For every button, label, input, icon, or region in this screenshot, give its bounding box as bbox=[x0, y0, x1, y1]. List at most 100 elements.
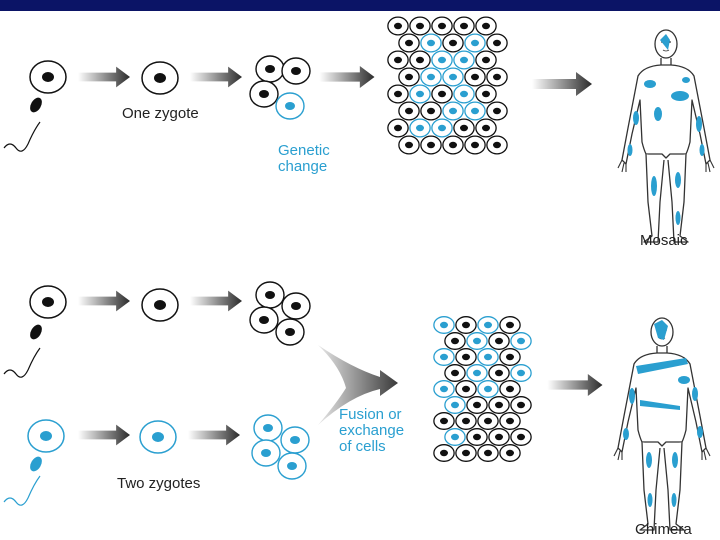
label-genetic-change: Genetic change bbox=[278, 142, 330, 175]
cluster-cell-nucleus bbox=[517, 369, 525, 377]
cluster-cell-nucleus bbox=[484, 321, 492, 329]
cluster-cell-nucleus bbox=[449, 107, 457, 115]
fusion-arrow bbox=[318, 345, 398, 425]
cluster-cell-nucleus bbox=[451, 433, 459, 441]
cluster-cell-nucleus bbox=[416, 56, 424, 64]
cluster-cell-nucleus bbox=[493, 39, 501, 47]
cluster-cell-nucleus bbox=[493, 73, 501, 81]
arrow-icon bbox=[532, 72, 592, 96]
sperm-top bbox=[3, 97, 42, 152]
arrow-icon bbox=[78, 290, 130, 312]
zygote-cell-blue bbox=[27, 419, 65, 453]
cluster-cell-nucleus bbox=[484, 353, 492, 361]
cluster-cell-nucleus bbox=[405, 107, 413, 115]
cluster-cell-nucleus bbox=[471, 39, 479, 47]
cluster-cell-nucleus bbox=[394, 90, 402, 98]
cluster-cell-nucleus bbox=[506, 353, 514, 361]
cluster-cell-nucleus bbox=[473, 401, 481, 409]
cluster-cell-nucleus bbox=[460, 124, 468, 132]
cluster-cell-nucleus bbox=[493, 107, 501, 115]
cluster-cell-nucleus bbox=[460, 90, 468, 98]
cluster-cell-nucleus bbox=[449, 141, 457, 149]
cluster-cell-nucleus bbox=[451, 401, 459, 409]
cluster-cell-nucleus bbox=[460, 56, 468, 64]
cluster-cell-nucleus bbox=[438, 90, 446, 98]
chimera-figure bbox=[613, 317, 711, 531]
cluster-cell-nucleus bbox=[427, 73, 435, 81]
four-cell-top bbox=[249, 55, 311, 120]
cluster-cell-nucleus bbox=[462, 353, 470, 361]
cluster-cell-nucleus bbox=[416, 124, 424, 132]
cluster-cell-nucleus bbox=[506, 385, 514, 393]
cluster-cell-nucleus bbox=[482, 124, 490, 132]
cluster-cell-nucleus bbox=[440, 385, 448, 393]
cluster-cell-nucleus bbox=[427, 141, 435, 149]
cluster-cell-nucleus bbox=[449, 73, 457, 81]
cluster-cell-nucleus bbox=[473, 369, 481, 377]
cluster-cell-nucleus bbox=[473, 337, 481, 345]
label-fusion: Fusion or exchange of cells bbox=[339, 406, 405, 455]
cluster-cell-nucleus bbox=[462, 449, 470, 457]
mosaic-figure bbox=[617, 29, 715, 243]
cluster-cell-nucleus bbox=[405, 73, 413, 81]
cluster-cell-nucleus bbox=[438, 124, 446, 132]
cluster-cell-nucleus bbox=[438, 22, 446, 30]
cluster-cell-nucleus bbox=[427, 39, 435, 47]
four-cell-dark bbox=[249, 281, 311, 346]
cluster-cell-nucleus bbox=[440, 449, 448, 457]
cluster-cell-nucleus bbox=[405, 141, 413, 149]
cluster-cell-nucleus bbox=[440, 417, 448, 425]
cluster-cell-nucleus bbox=[462, 417, 470, 425]
four-cell-blue bbox=[251, 414, 310, 480]
label-two-zygotes: Two zygotes bbox=[117, 475, 201, 492]
cluster-cell-nucleus bbox=[495, 401, 503, 409]
cluster-cell-nucleus bbox=[394, 124, 402, 132]
zygote-cell-blue-2 bbox=[139, 420, 177, 454]
label-chimera: Chimera bbox=[635, 521, 692, 538]
cluster-cell-nucleus bbox=[484, 417, 492, 425]
header-bar bbox=[0, 0, 720, 11]
cluster-cell-nucleus bbox=[471, 141, 479, 149]
cluster-cell-nucleus bbox=[482, 56, 490, 64]
label-mosaic: Mosaic bbox=[640, 232, 688, 249]
cluster-cell-nucleus bbox=[460, 22, 468, 30]
cluster-cell-nucleus bbox=[506, 321, 514, 329]
cluster-cell-nucleus bbox=[517, 401, 525, 409]
arrow-icon bbox=[547, 374, 603, 396]
cluster-cell-nucleus bbox=[495, 337, 503, 345]
cluster-cell-nucleus bbox=[517, 337, 525, 345]
cluster-cell-nucleus bbox=[471, 73, 479, 81]
cluster-cell-nucleus bbox=[405, 39, 413, 47]
cluster-cell-nucleus bbox=[462, 321, 470, 329]
arrow-icon bbox=[78, 66, 130, 88]
cluster-cell-nucleus bbox=[493, 141, 501, 149]
zygote-cell-top-2 bbox=[141, 61, 179, 95]
cluster-cell-nucleus bbox=[517, 433, 525, 441]
sperm-bottom-dark bbox=[3, 324, 42, 378]
arrow-icon bbox=[190, 290, 242, 312]
cell-cluster-chimera bbox=[433, 316, 532, 462]
cluster-cell-nucleus bbox=[484, 449, 492, 457]
zygote-cell-dark-2 bbox=[141, 288, 179, 322]
cluster-cell-nucleus bbox=[495, 369, 503, 377]
cluster-cell-nucleus bbox=[449, 39, 457, 47]
arrow-icon bbox=[78, 424, 130, 446]
cluster-cell-nucleus bbox=[495, 433, 503, 441]
cluster-cell-nucleus bbox=[451, 337, 459, 345]
arrow-icon bbox=[190, 66, 242, 88]
cluster-cell-nucleus bbox=[471, 107, 479, 115]
zygote-cell-top bbox=[29, 60, 67, 94]
cluster-cell-nucleus bbox=[394, 22, 402, 30]
cluster-cell-nucleus bbox=[438, 56, 446, 64]
sperm-bottom-blue bbox=[3, 456, 42, 506]
cluster-cell-nucleus bbox=[482, 90, 490, 98]
cluster-cell-nucleus bbox=[451, 369, 459, 377]
arrow-icon bbox=[319, 66, 375, 88]
zygote-cell-dark bbox=[29, 285, 67, 319]
cluster-cell-nucleus bbox=[484, 385, 492, 393]
label-one-zygote: One zygote bbox=[122, 105, 199, 122]
cluster-cell-nucleus bbox=[473, 433, 481, 441]
cluster-cell-nucleus bbox=[440, 353, 448, 361]
cluster-cell-nucleus bbox=[416, 90, 424, 98]
cell-cluster-mosaic bbox=[387, 16, 508, 155]
